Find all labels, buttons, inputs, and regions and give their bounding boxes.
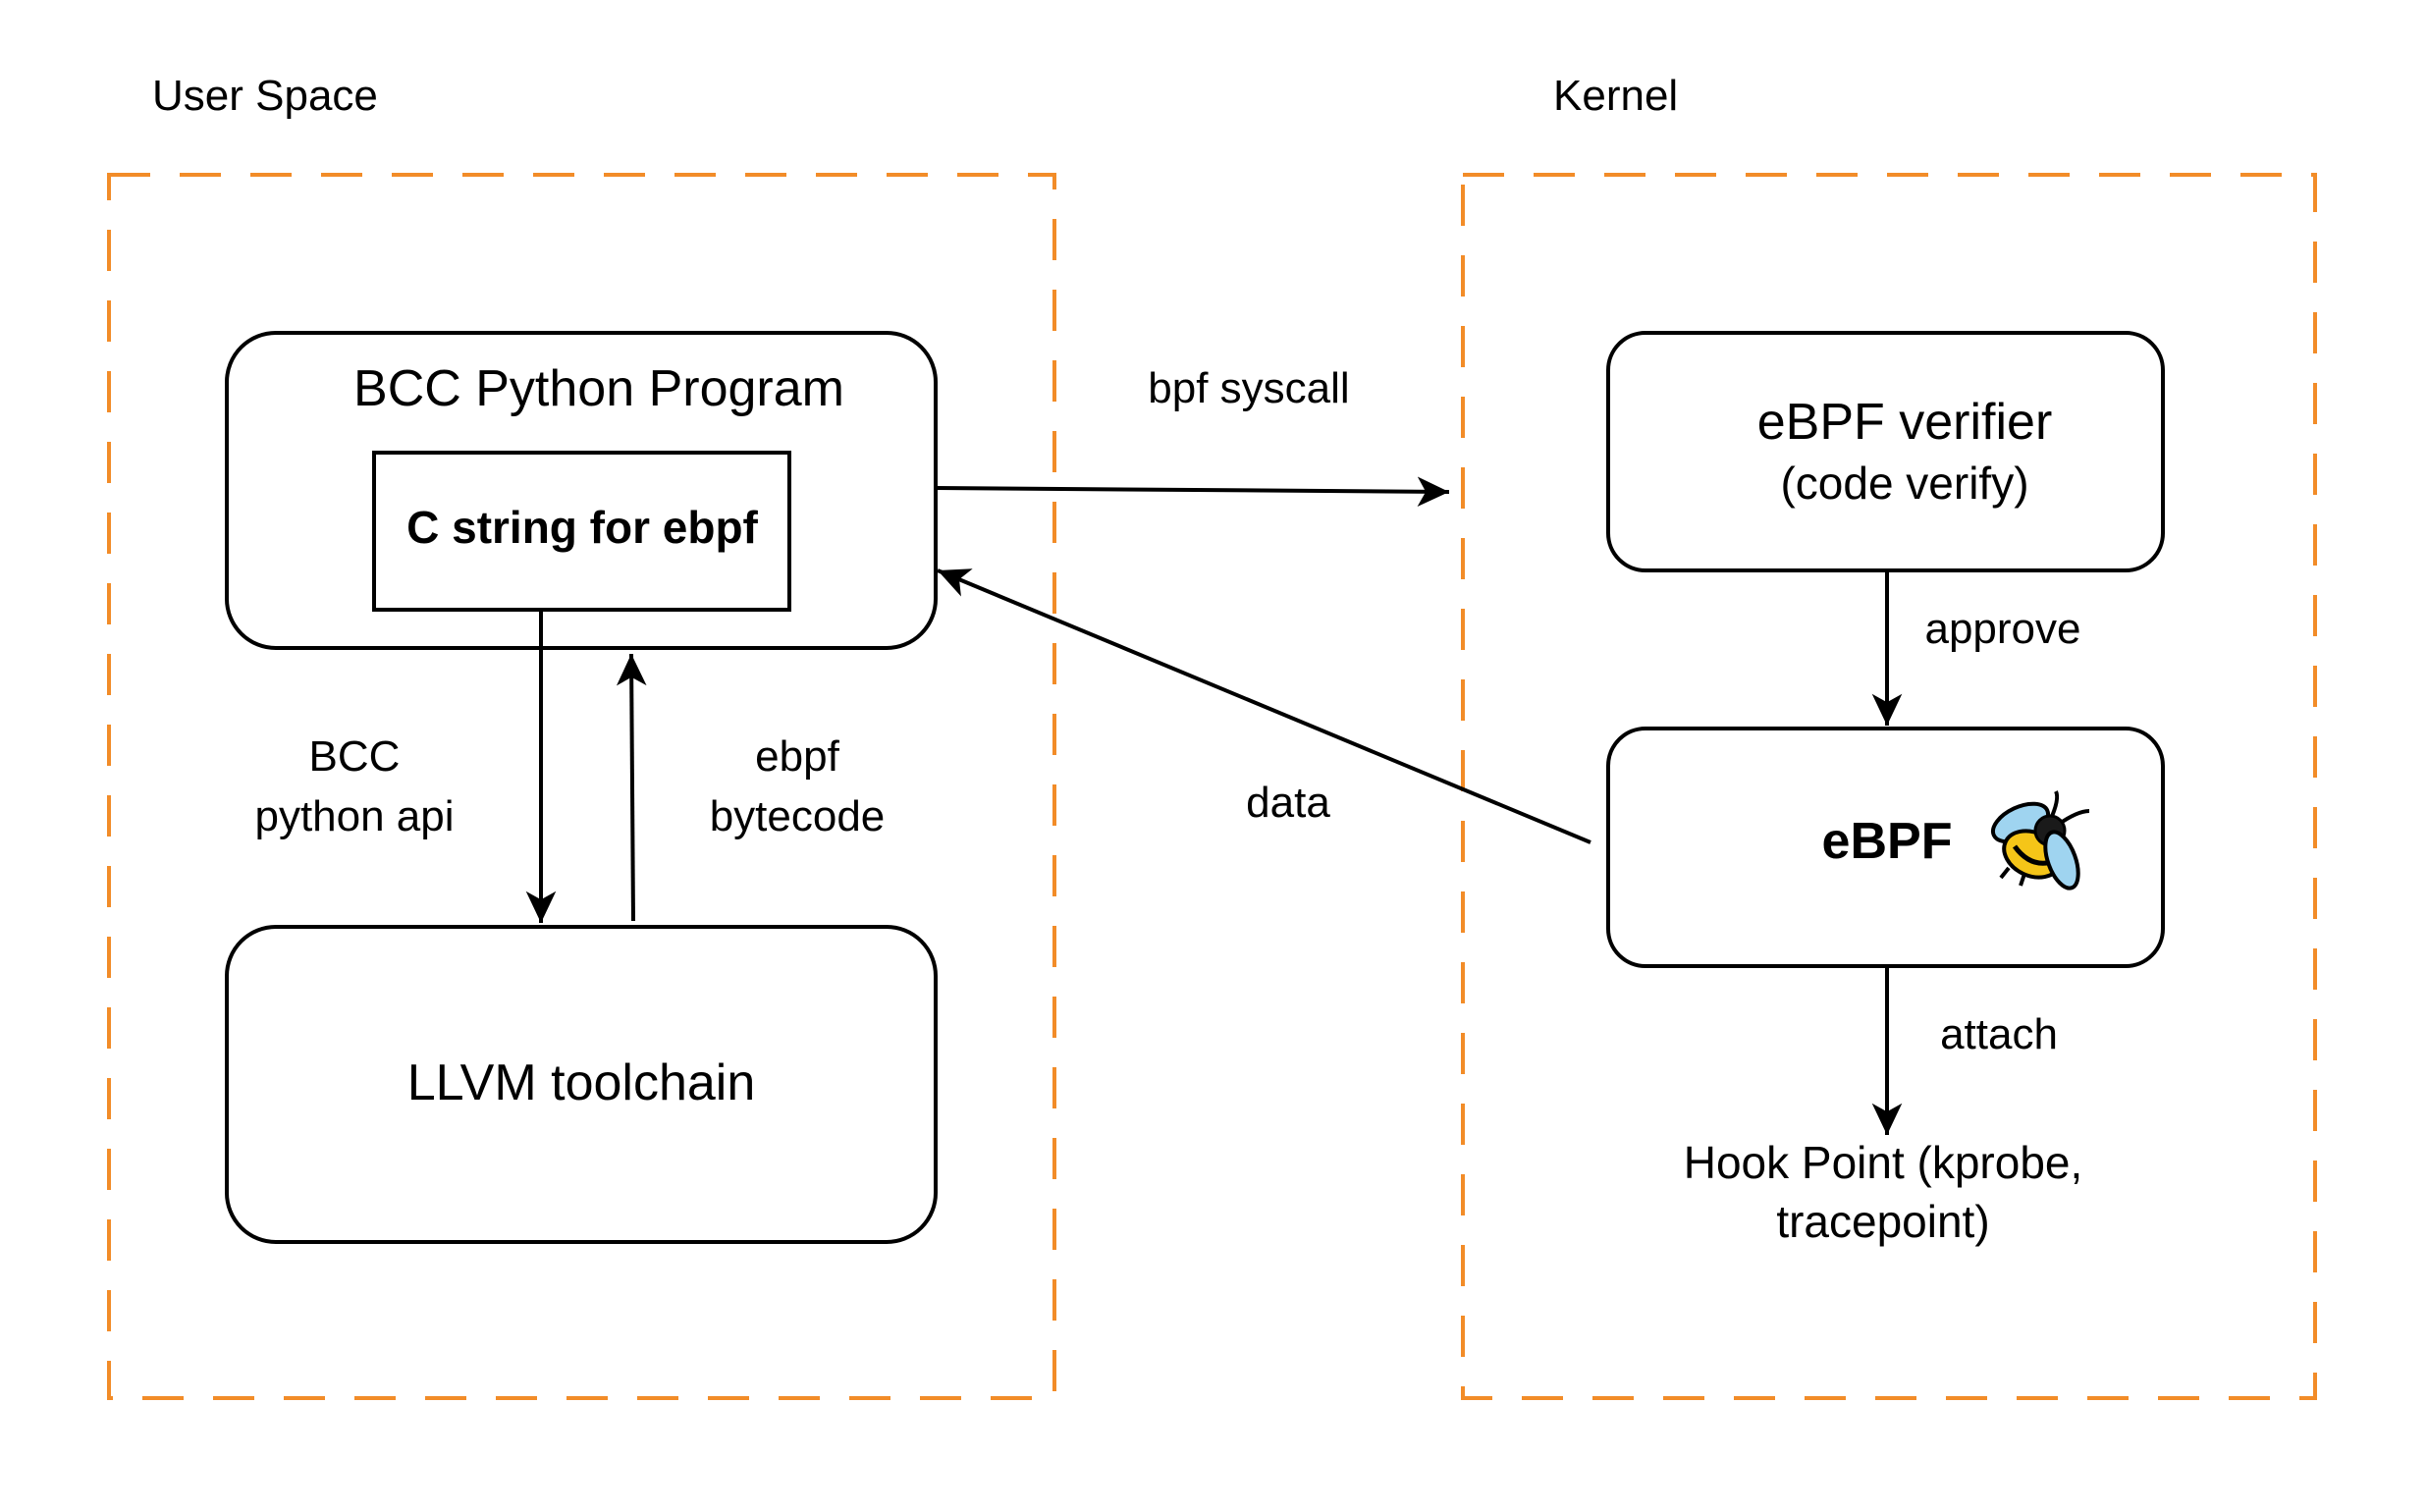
hook-point-label-line2: tracepoint)	[1776, 1196, 1989, 1247]
approve-label: approve	[1924, 605, 2080, 653]
ebpf-verifier-sublabel: (code verify)	[1780, 458, 2028, 509]
ebpf-label: eBPF	[1822, 813, 1953, 870]
attach-label: attach	[1940, 1010, 2058, 1058]
bpf-syscall-label: bpf syscall	[1148, 364, 1349, 412]
kernel-region	[1461, 173, 2317, 1400]
c-string-box	[372, 451, 791, 612]
c-string-label: C string for ebpf	[406, 502, 758, 553]
user-space-region	[107, 173, 1056, 1400]
bpf-syscall-arrow	[935, 476, 1450, 508]
ebpf-verifier-label: eBPF verifier	[1757, 394, 2053, 451]
llvm-toolchain-label: LLVM toolchain	[407, 1054, 756, 1111]
bee-icon	[1990, 790, 2090, 891]
user-space-label: User Space	[152, 72, 378, 120]
ebpf-bytecode-arrow	[616, 653, 647, 922]
ebpf-bytecode-label-line2: bytecode	[710, 792, 886, 840]
bcc-python-program-label: BCC Python Program	[353, 360, 844, 417]
ebpf-bytecode-label-line1: ebpf	[755, 732, 839, 781]
bcc-python-api-label-line2: python api	[254, 792, 454, 840]
data-label: data	[1246, 779, 1330, 827]
hook-point-label-line1: Hook Point (kprobe,	[1684, 1137, 2083, 1188]
llvm-toolchain-box	[225, 925, 938, 1244]
kernel-label: Kernel	[1553, 72, 1678, 120]
data-arrow	[937, 568, 1591, 844]
ebpf-verifier-box	[1606, 331, 2165, 572]
bcc-python-api-label-line1: BCC	[309, 732, 401, 781]
